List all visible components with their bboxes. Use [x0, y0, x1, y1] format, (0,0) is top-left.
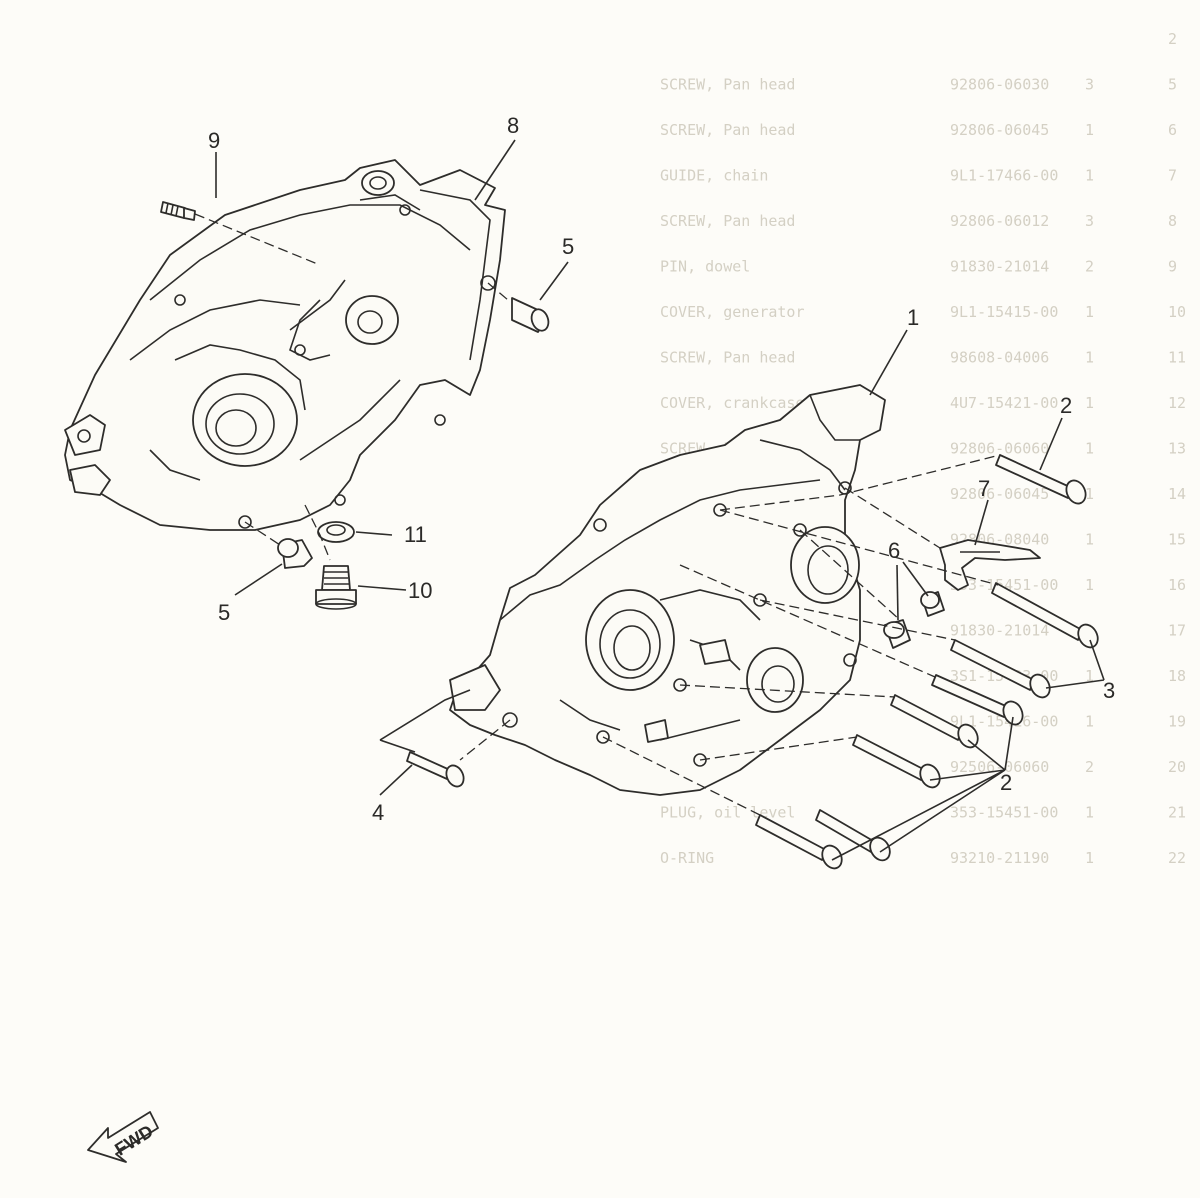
ghost-part-number: 93210-21190	[950, 849, 1049, 867]
callout-5-upper: 5	[562, 234, 574, 259]
ghost-qty: 3	[1085, 212, 1094, 230]
ghost-part-number: 4U7-15421-00	[950, 394, 1058, 412]
ghost-ref: 6	[1168, 121, 1177, 139]
ghost-ref: 10	[1168, 303, 1186, 321]
ghost-part-number: 92806-06045	[950, 121, 1049, 139]
ghost-description: PLUG, oil level	[660, 804, 795, 822]
ghost-description: O-RING	[660, 849, 714, 867]
ghost-ref: 2	[1168, 30, 1177, 48]
ghost-part-number: 92806-06030	[950, 76, 1049, 94]
dowel-part-5-lower	[277, 538, 313, 569]
ghost-qty: 1	[1085, 303, 1094, 321]
callout-1: 1	[907, 305, 919, 330]
assembly-lines	[194, 213, 1001, 816]
callout-11: 11	[404, 522, 427, 547]
leader-lines	[215, 139, 1105, 861]
ghost-ref: 12	[1168, 394, 1186, 412]
callout-9: 9	[208, 128, 220, 153]
ghost-ref: 5	[1168, 76, 1177, 94]
ghost-ref: 19	[1168, 713, 1186, 731]
ghost-ref: 17	[1168, 622, 1186, 640]
washer-part-11	[317, 521, 355, 543]
callout-10: 10	[408, 578, 432, 603]
ghost-qty: 2	[1085, 258, 1094, 276]
ghost-ref: 21	[1168, 804, 1186, 822]
ghost-ref: 20	[1168, 758, 1186, 776]
fwd-arrow: FWD	[87, 1111, 159, 1163]
callout-4: 4	[372, 800, 384, 825]
ghost-qty: 1	[1085, 167, 1094, 185]
callout-6: 6	[888, 538, 900, 563]
plug-part-9	[160, 201, 196, 221]
callout-8: 8	[507, 113, 519, 138]
ghost-qty: 1	[1085, 440, 1094, 458]
ghost-qty: 1	[1085, 121, 1094, 139]
ghost-description: GUIDE, chain	[660, 167, 768, 185]
ghost-qty: 3	[1085, 76, 1094, 94]
callout-labels: 1 2 2 3 4 5 5 6 7 8 9 10 11	[208, 113, 1115, 825]
ghost-ref: 13	[1168, 440, 1186, 458]
ghost-qty: 1	[1085, 394, 1094, 412]
ghost-qty: 1	[1085, 713, 1094, 731]
dowel-part-6	[883, 591, 945, 649]
ghost-ref: 9	[1168, 258, 1177, 276]
ghost-part-number: 98608-04006	[950, 349, 1049, 367]
ghost-ref: 15	[1168, 531, 1186, 549]
ghost-part-number: 92806-06060	[950, 440, 1049, 458]
ghost-description: SCREW, Pan head	[660, 212, 795, 230]
ghost-qty: 1	[1085, 849, 1094, 867]
ghost-part-number: 92506-06060	[950, 758, 1049, 776]
ghost-qty: 1	[1085, 576, 1094, 594]
left-crankcase-half	[64, 159, 506, 531]
ghost-description: SCREW, Pan head	[660, 349, 795, 367]
ghost-qty: 1	[1085, 667, 1094, 685]
right-crankcase-half	[449, 384, 886, 796]
ghost-qty: 2	[1085, 758, 1094, 776]
ghost-description: SCREW, Pan head	[660, 121, 795, 139]
ghost-part-number: 91830-21014	[950, 622, 1049, 640]
ghost-ref: 8	[1168, 212, 1177, 230]
ghost-part-number: 9L1-15415-00	[950, 303, 1058, 321]
ghost-part-number: 92806-06045	[950, 485, 1049, 503]
chain-guide-part-7	[939, 539, 1041, 591]
ghost-description: COVER, crankcase 2	[660, 394, 823, 412]
ghost-part-number: 9L1-15416-00	[950, 713, 1058, 731]
callout-7: 7	[978, 476, 990, 501]
callout-5-lower: 5	[218, 600, 230, 625]
ghost-description: SCREW, Pan head	[660, 76, 795, 94]
screws-group	[406, 454, 1099, 870]
callout-2-bottom: 2	[1000, 770, 1012, 795]
callout-3: 3	[1103, 678, 1115, 703]
ghost-ref: 11	[1168, 349, 1186, 367]
ghost-part-number: 91830-21014	[950, 258, 1049, 276]
ghost-ref: 14	[1168, 485, 1186, 503]
ghost-description: PIN, dowel	[660, 258, 750, 276]
ghost-ref: 16	[1168, 576, 1186, 594]
ghost-ref: 22	[1168, 849, 1186, 867]
drain-plug-part-10	[315, 565, 357, 610]
ghost-qty: 1	[1085, 349, 1094, 367]
ghost-description: COVER, generator	[660, 303, 805, 321]
ghost-ref: 18	[1168, 667, 1186, 685]
ghost-part-number: 92806-06012	[950, 212, 1049, 230]
ghost-part-number: 353-15451-00	[950, 576, 1058, 594]
callout-2-top: 2	[1060, 393, 1072, 418]
ghost-part-number: 353-15451-00	[950, 804, 1058, 822]
ghost-qty: 1	[1085, 804, 1094, 822]
ghost-ref: 7	[1168, 167, 1177, 185]
dowel-part-5-upper	[511, 297, 550, 333]
ghost-part-number: 9L1-17466-00	[950, 167, 1058, 185]
ghost-qty: 1	[1085, 531, 1094, 549]
ghost-qty: 1	[1085, 485, 1094, 503]
